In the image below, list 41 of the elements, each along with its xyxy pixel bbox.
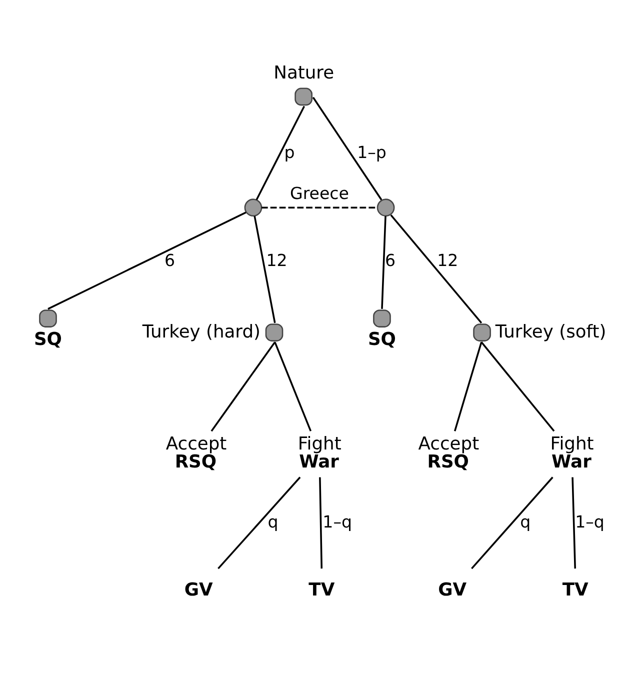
edge-label: Greece — [290, 184, 349, 203]
node-text: Fight War — [298, 432, 342, 472]
node-text: GV — [438, 578, 467, 600]
node-label: SQ — [34, 328, 62, 350]
edge-label: 12 — [266, 250, 288, 270]
connector — [390, 214, 482, 324]
node-text: TV — [562, 578, 588, 600]
node-circle — [376, 198, 395, 216]
edge-label: 1–q — [575, 512, 604, 531]
connector — [381, 216, 386, 308]
connector — [254, 215, 276, 323]
node-text: TV — [308, 578, 335, 600]
edge-label: q — [520, 512, 531, 531]
node-label: SQ — [368, 328, 396, 350]
connector — [312, 96, 382, 200]
edge-label: 6 — [164, 250, 175, 270]
connector — [319, 476, 323, 568]
edge-label: 12 — [437, 250, 458, 270]
connector — [210, 341, 276, 432]
node-label: Turkey (soft) — [495, 320, 606, 342]
connector — [572, 476, 576, 568]
connector — [480, 341, 555, 432]
node-label: Turkey (hard) — [142, 320, 260, 342]
node-circle — [244, 198, 262, 216]
node-text: Accept RSQ — [166, 432, 227, 472]
connector — [48, 211, 246, 310]
node-text: Accept RSQ — [418, 432, 480, 472]
edge-label: 1–q — [322, 512, 352, 531]
node-label: Nature — [274, 62, 334, 83]
connector — [454, 341, 482, 431]
node-text: GV — [184, 578, 213, 600]
node-text: Fight War — [550, 432, 594, 472]
connector — [218, 476, 301, 569]
edge-label: q — [268, 512, 278, 531]
connector — [471, 476, 554, 569]
connector — [274, 341, 312, 431]
edge-label: 6 — [384, 250, 396, 270]
connector — [262, 206, 378, 208]
connector — [256, 105, 306, 200]
edge-label: p — [284, 142, 295, 162]
edge-label: 1–p — [357, 142, 386, 162]
